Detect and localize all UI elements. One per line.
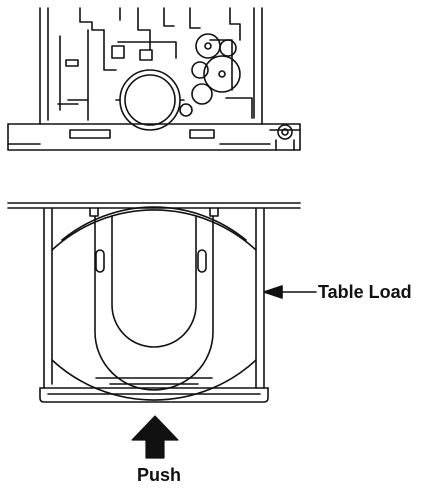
- table-load-label: Table Load: [318, 282, 412, 302]
- push-arrow: [131, 415, 179, 459]
- loading-tray: [7, 202, 301, 403]
- drive-mechanism: [7, 7, 301, 151]
- table-load-arrow: [263, 285, 317, 299]
- push-label: Push: [137, 465, 182, 485]
